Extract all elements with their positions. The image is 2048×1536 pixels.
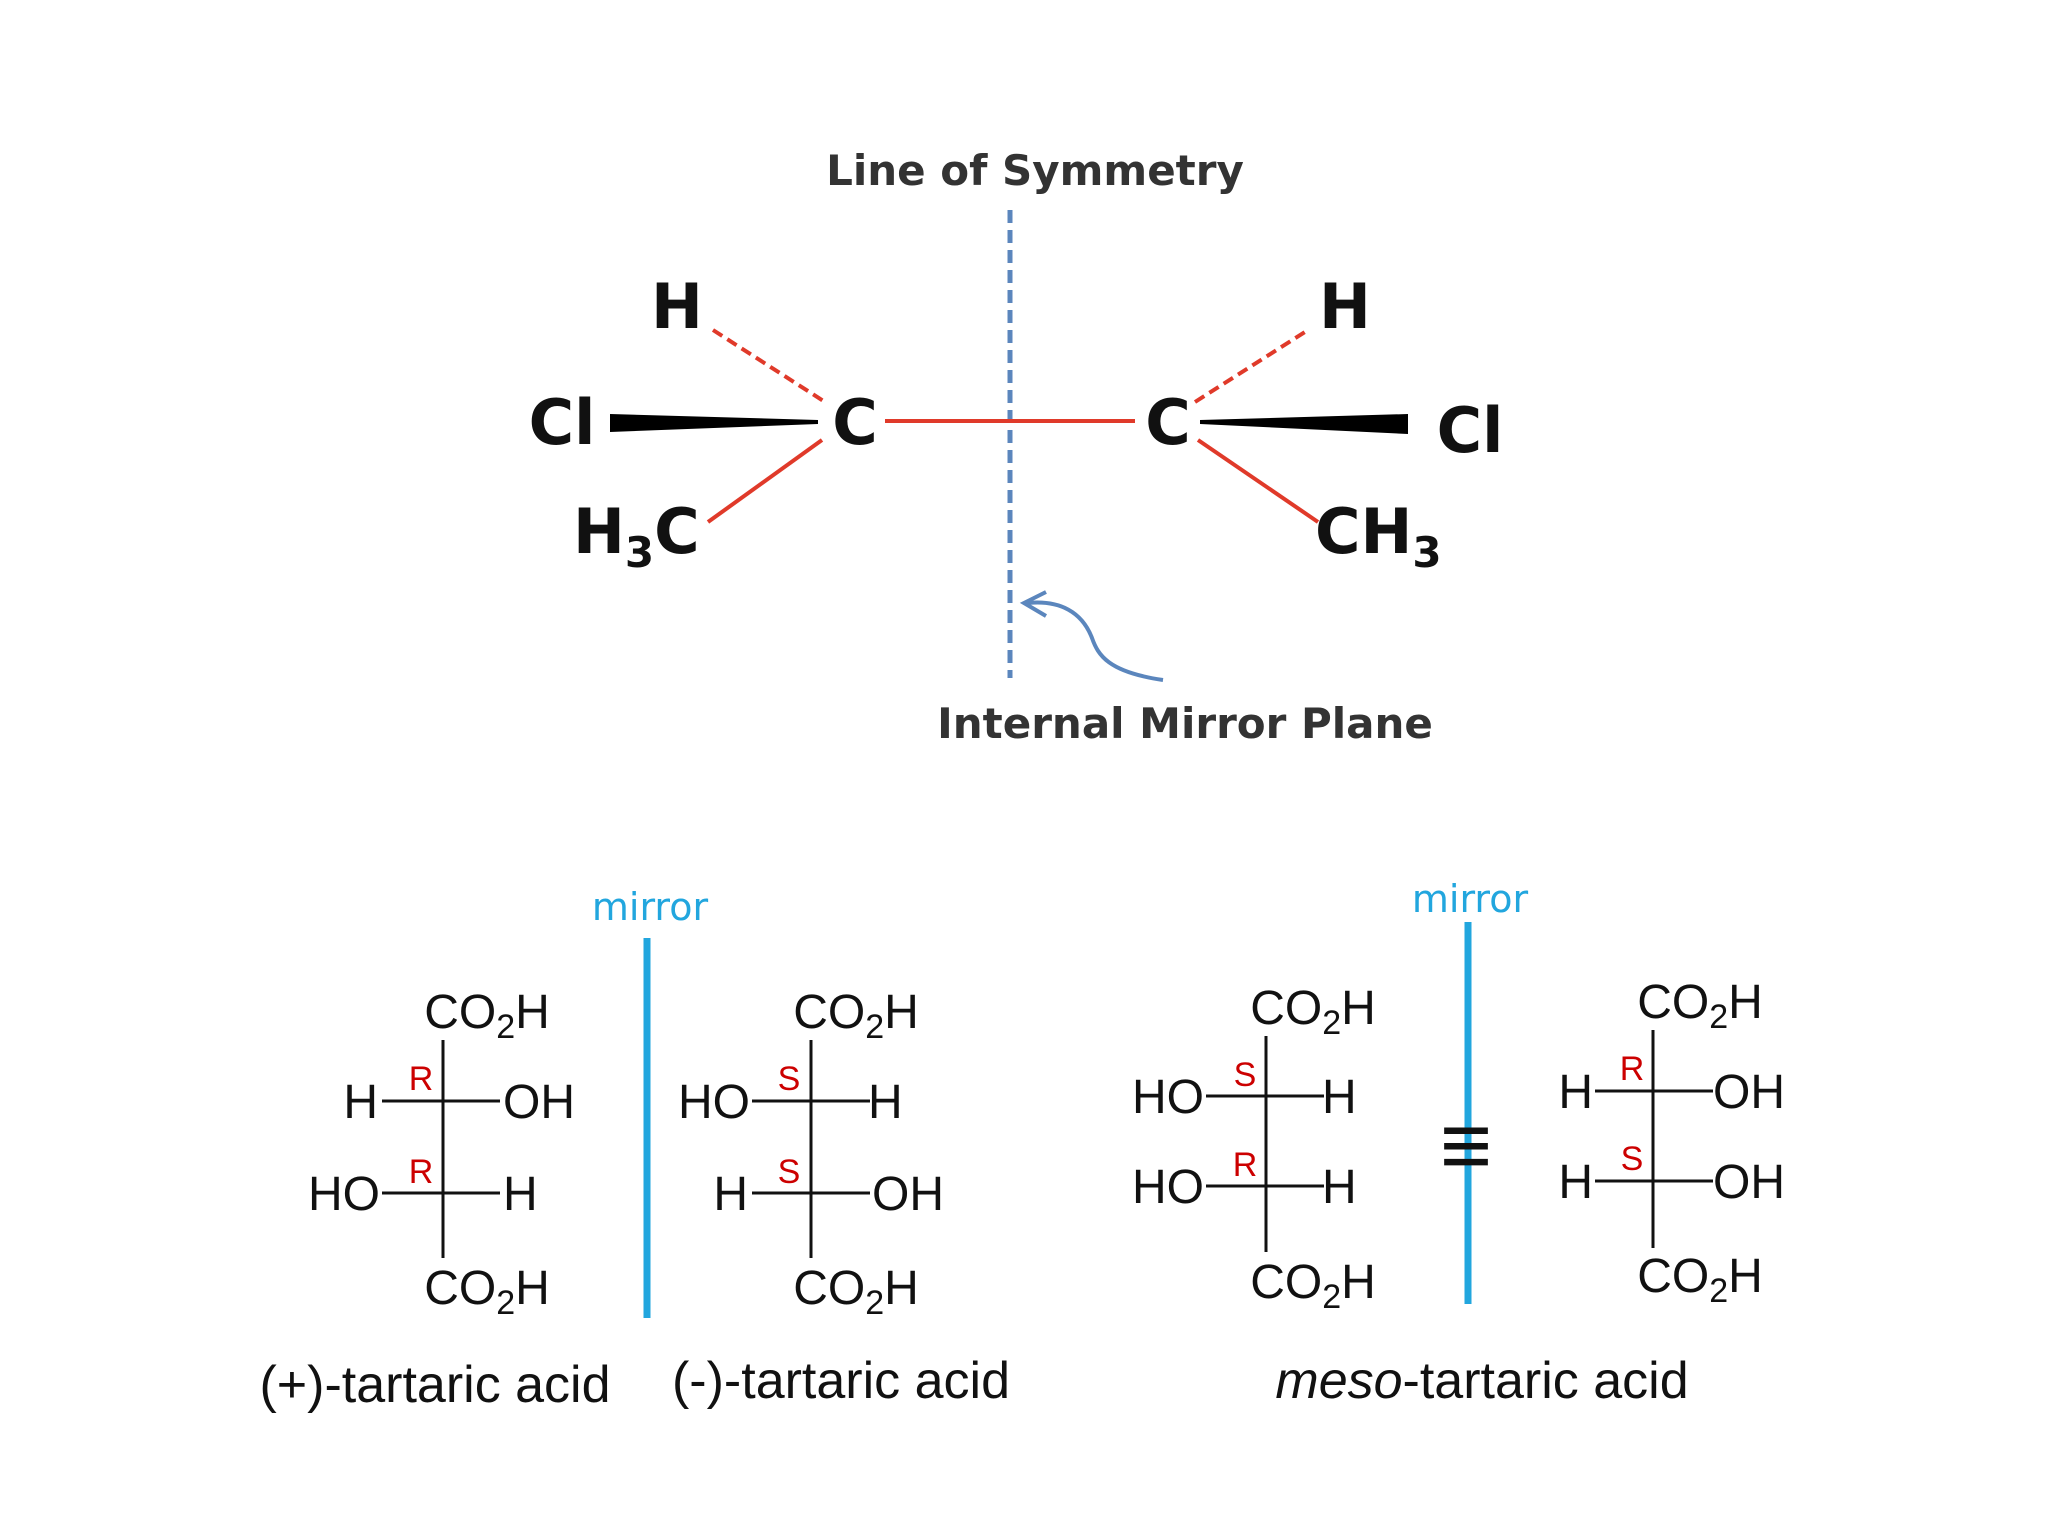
top-carboxyl: CO2H [793,986,919,1046]
mirror-label-right: mirror [1412,877,1529,921]
row1-left-group: H [1558,1066,1593,1119]
top-carboxyl: CO2H [1637,976,1763,1036]
minus-tartaric-acid: CO2H HO S H H S OH CO2H (-)-tartaric aci… [672,986,1010,1410]
row2-left-group: H [713,1168,748,1221]
row1-left-group: HO [1132,1071,1204,1124]
equivalence-symbol: ≡ [1440,1096,1493,1196]
plus-tartaric-acid-name: (+)-tartaric acid [259,1356,610,1414]
row2-right-group: OH [872,1168,944,1221]
meso-projection-left: CO2H HO S H HO R H CO2H [1132,982,1376,1316]
row2-config-label: R [409,1153,434,1191]
row2-left-group: HO [308,1168,380,1221]
row2-config-label: S [778,1153,801,1191]
row2-config-label: R [1233,1146,1258,1184]
left-carbon-label: C [832,386,878,459]
internal-mirror-plane-label: Internal Mirror Plane [937,699,1433,748]
row2-right-group: H [503,1168,538,1221]
left-hydrogen-label: H [651,270,703,343]
plus-tartaric-acid: CO2H H R OH HO R H CO2H (+)-tartaric aci… [259,986,610,1414]
row1-right-group: H [868,1076,903,1129]
left-methyl-label: H3C [573,495,700,577]
left-methyl-bond [706,438,824,524]
right-dashed-bond [1193,328,1310,404]
tartaric-acid-fischer-projections: mirror mirror ≡ CO2H H R OH HO R H CO2H … [259,877,1785,1414]
right-methyl-bond [1196,438,1320,524]
meso-projection-right: CO2H H R OH H S OH CO2H [1558,976,1785,1310]
row2-right-group: H [1322,1161,1357,1214]
row2-left-group: HO [1132,1161,1204,1214]
minus-tartaric-acid-name: (-)-tartaric acid [672,1352,1010,1410]
bottom-carboxyl: CO2H [793,1262,919,1322]
right-wedge-bond [1200,414,1408,434]
row1-right-group: OH [503,1076,575,1129]
row1-left-group: HO [678,1076,750,1129]
mirror-plane-pointer-arrow [1027,600,1164,682]
right-carbon-label: C [1145,386,1191,459]
bottom-carboxyl: CO2H [424,1262,550,1322]
row1-left-group: H [343,1076,378,1129]
right-hydrogen-label: H [1319,270,1371,343]
arrow-head [1019,590,1048,618]
mirror-label-left: mirror [592,885,709,929]
bottom-carboxyl: CO2H [1637,1250,1763,1310]
symmetric-molecule: Line of Symmetry C H Cl H3C C H Cl CH3 I… [529,146,1504,748]
right-chlorine-label: Cl [1437,394,1504,467]
left-chlorine-label: Cl [529,386,596,459]
row1-right-group: OH [1713,1066,1785,1119]
row2-right-group: OH [1713,1156,1785,1209]
left-wedge-bond [610,414,818,432]
top-carboxyl: CO2H [1250,982,1376,1042]
top-carboxyl: CO2H [424,986,550,1046]
bottom-carboxyl: CO2H [1250,1256,1376,1316]
right-methyl-label: CH3 [1315,495,1442,577]
row1-right-group: H [1322,1071,1357,1124]
meso-tartaric-acid-name: meso-tartaric acid [1275,1352,1688,1410]
left-dashed-bond [711,328,827,404]
row1-config-label: S [1234,1056,1257,1094]
line-of-symmetry-label: Line of Symmetry [826,146,1244,195]
row2-left-group: H [1558,1156,1593,1209]
row1-config-label: R [409,1060,434,1098]
row2-config-label: S [1621,1140,1644,1178]
row1-config-label: S [778,1060,801,1098]
row1-config-label: R [1620,1050,1645,1088]
